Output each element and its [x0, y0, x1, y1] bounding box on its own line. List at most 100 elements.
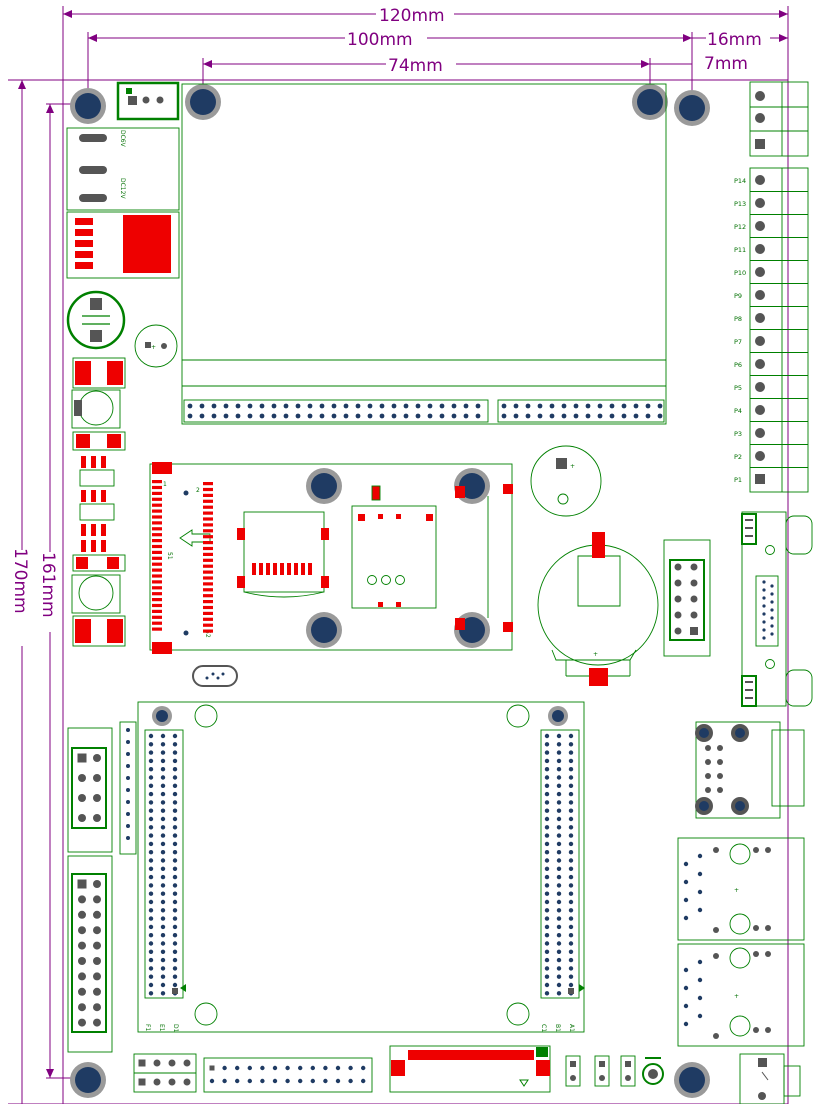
- terminal-pin-label: P14: [734, 177, 746, 185]
- pin: [403, 403, 409, 409]
- pin: [544, 883, 550, 888]
- pin: [126, 776, 130, 780]
- pin: [556, 808, 562, 813]
- pin: [645, 413, 651, 419]
- pin: [697, 977, 703, 983]
- pin: [568, 800, 574, 805]
- cr2032-battery-holder: +: [537, 532, 659, 686]
- pin: [148, 941, 154, 946]
- pin: [690, 611, 698, 619]
- pin: [235, 403, 241, 409]
- pin: [762, 612, 766, 616]
- socket-pin: [203, 535, 213, 539]
- socket-pin: [203, 564, 213, 568]
- pin: [172, 941, 178, 946]
- pin-header-top-right: [501, 403, 663, 419]
- pin: [753, 925, 759, 931]
- pin: [148, 974, 154, 979]
- pin: [283, 403, 289, 409]
- pin: [568, 808, 574, 813]
- led-indicator: [642, 1057, 664, 1085]
- rj45-upper-plus-label: +: [734, 887, 739, 894]
- pin: [544, 941, 550, 946]
- pin: [211, 403, 217, 409]
- pin: [755, 336, 765, 346]
- pin: [755, 428, 765, 438]
- pin: [126, 728, 130, 732]
- pin: [544, 966, 550, 971]
- pin: [160, 941, 166, 946]
- rj45-lower-plus-label: +: [734, 993, 739, 1000]
- pin: [160, 858, 166, 863]
- pin: [211, 413, 217, 419]
- pin: [172, 924, 178, 930]
- pin: [160, 974, 166, 979]
- pin: [762, 588, 766, 592]
- pin: [209, 1078, 215, 1084]
- pin: [755, 221, 765, 231]
- left-header-lower: [67, 855, 113, 1053]
- pin: [379, 403, 385, 409]
- pin: [697, 871, 703, 877]
- pin: [544, 866, 550, 871]
- buzzer-plus-label: +: [151, 344, 156, 351]
- pin: [126, 764, 130, 768]
- socket-pin: [152, 598, 162, 602]
- mounting-hole: [70, 88, 106, 124]
- pin: [568, 924, 574, 930]
- pin: [172, 966, 178, 971]
- socket-pin: [152, 521, 162, 525]
- pin: [427, 413, 433, 419]
- pin: [160, 850, 166, 855]
- pin: [285, 1078, 290, 1084]
- pin: [285, 1065, 290, 1071]
- pin: [93, 941, 101, 950]
- pin: [126, 836, 130, 840]
- pin: [762, 636, 766, 640]
- pin: [765, 847, 771, 853]
- pin: [126, 812, 130, 816]
- pin: [568, 899, 574, 905]
- pin: [148, 841, 154, 847]
- pin: [556, 742, 562, 747]
- terminal-pin-label: P10: [734, 269, 746, 277]
- pin-1: [209, 1065, 215, 1071]
- pin: [295, 413, 301, 419]
- dimension-7mm: 7mm: [704, 54, 748, 74]
- pin: [148, 833, 154, 838]
- pin: [755, 359, 765, 369]
- pin: [755, 451, 765, 461]
- pin: [331, 413, 337, 419]
- dimension-170mm: 170mm: [10, 548, 30, 614]
- pin: [674, 627, 682, 635]
- smd-components-left: [71, 357, 126, 647]
- pin: [172, 808, 178, 813]
- pin: [556, 991, 562, 996]
- pin-1: [690, 627, 698, 635]
- pin: [199, 413, 205, 419]
- pin: [755, 313, 765, 323]
- pin: [713, 1033, 719, 1039]
- pin: [753, 951, 759, 957]
- socket-pin: [203, 482, 213, 486]
- pin: [323, 1078, 328, 1084]
- pin: [762, 604, 766, 608]
- pin: [755, 405, 765, 415]
- pin: [148, 767, 154, 772]
- pin: [199, 403, 205, 409]
- pin: [172, 775, 178, 780]
- pin: [683, 1003, 689, 1009]
- pin-1: [138, 1078, 146, 1086]
- dimension-74mm: 74mm: [388, 56, 443, 76]
- pin: [172, 791, 178, 797]
- socket-pin: [152, 615, 162, 619]
- bottom-right-connector: [739, 1053, 801, 1104]
- pin: [148, 742, 154, 747]
- mini-pcie-socket: 1 2 51 52: [149, 462, 513, 654]
- terminal-block-3pin: [749, 81, 809, 157]
- pin: [93, 957, 101, 965]
- display-module-outline: [181, 83, 667, 425]
- pin-1: [138, 1059, 146, 1067]
- pin: [645, 403, 651, 409]
- pin: [93, 1018, 101, 1027]
